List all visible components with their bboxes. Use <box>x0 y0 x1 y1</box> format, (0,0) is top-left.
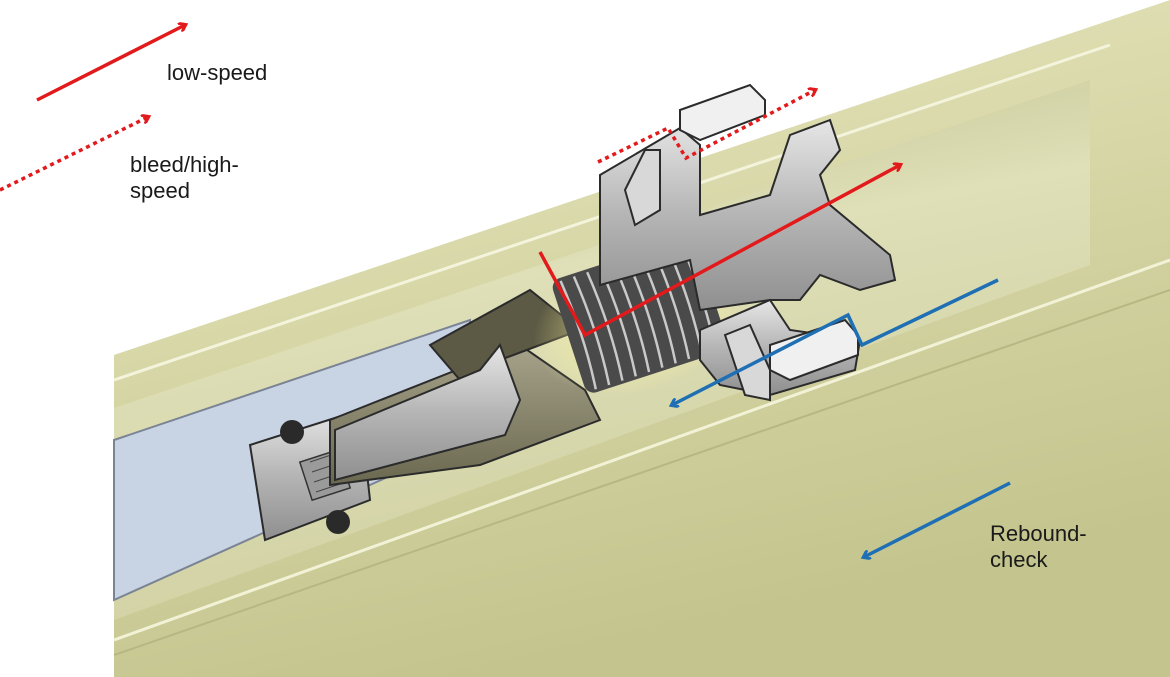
bleed-high-speed-label: bleed/high- speed <box>130 152 239 203</box>
rebound-flow-path <box>672 278 999 405</box>
check-washer <box>623 149 661 227</box>
low-speed-flow-path <box>538 165 900 338</box>
tube-edge-bottom <box>113 258 1170 642</box>
piston-body <box>599 83 897 402</box>
tube-edge-lower <box>113 289 1170 656</box>
low-speed-legend-arrow <box>36 25 185 102</box>
valve-spool <box>334 342 522 482</box>
rebound-check-label: Rebound- check <box>990 521 1087 572</box>
upper-seal <box>679 83 766 142</box>
bleed-flow-path <box>597 90 815 164</box>
check-washer-lower <box>723 323 771 402</box>
rebound-legend-arrow <box>864 481 1011 557</box>
low-speed-label: low-speed <box>167 60 268 85</box>
bleed-legend-arrow <box>0 117 148 192</box>
